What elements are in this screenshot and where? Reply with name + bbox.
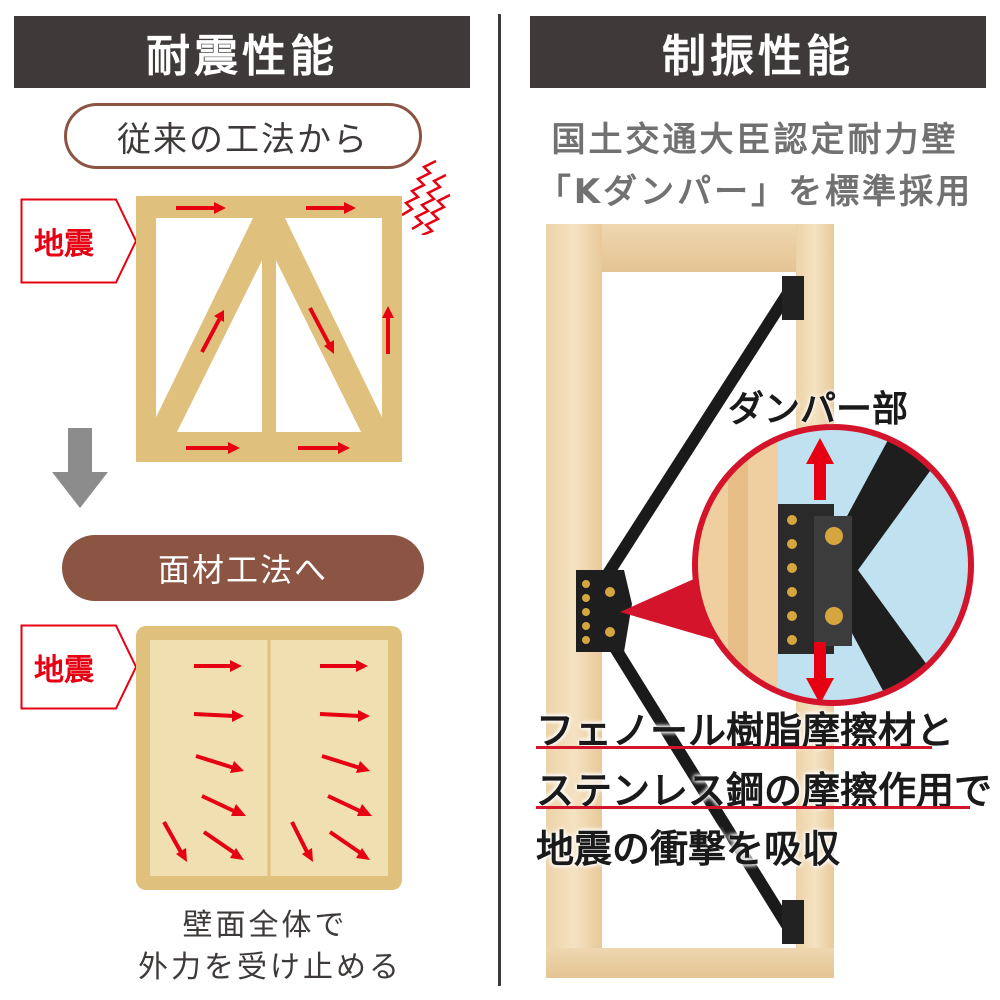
quake-label-top: 地震 bbox=[34, 227, 94, 262]
quake-tag-bottom: 地震 bbox=[20, 624, 138, 710]
conventional-method-label: 従来の工法から bbox=[117, 119, 369, 160]
zigzag-shake-icon bbox=[401, 159, 451, 235]
subtitle-line2: 「Kダンパー」を標準採用 bbox=[536, 172, 974, 212]
damper-part-label: ダンパー部 bbox=[728, 389, 909, 430]
caption-line1: 壁面全体で bbox=[182, 908, 348, 943]
gray-down-arrow-icon bbox=[52, 428, 108, 508]
feature-line1: フェノール樹脂摩擦材と bbox=[536, 709, 955, 753]
caption-line2: 外力を受け止める bbox=[138, 950, 402, 985]
feature-line2: ステンレス鋼の摩擦作用で bbox=[536, 769, 993, 813]
column-divider bbox=[498, 14, 501, 986]
damper-zoom-circle bbox=[692, 424, 974, 706]
conventional-method-pill: 従来の工法から bbox=[64, 103, 422, 169]
panel-method-pill: 面材工法へ bbox=[62, 535, 424, 601]
subtitle-line1: 国土交通大臣認定耐力壁 bbox=[551, 120, 959, 160]
feature-underline1 bbox=[536, 746, 932, 749]
feature-line3: 地震の衝撃を吸収 bbox=[536, 827, 841, 871]
feature-underline2 bbox=[536, 806, 970, 809]
panel-wall-diagram bbox=[136, 626, 402, 890]
quake-tag-top: 地震 bbox=[20, 198, 138, 284]
quake-label-bottom: 地震 bbox=[34, 653, 94, 688]
panel-method-label: 面材工法へ bbox=[157, 551, 328, 589]
conventional-frame-diagram bbox=[136, 196, 402, 462]
damping-header: 制振性能 bbox=[530, 16, 986, 88]
seismic-header: 耐震性能 bbox=[14, 16, 470, 88]
